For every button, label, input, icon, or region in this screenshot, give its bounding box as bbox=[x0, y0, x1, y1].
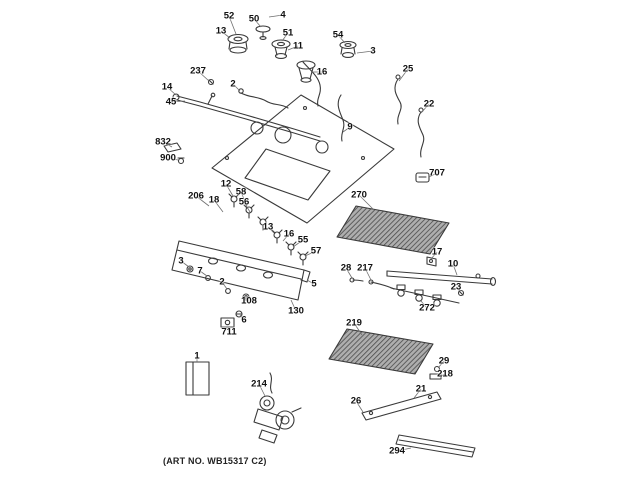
valve-assembly bbox=[349, 277, 460, 307]
manual-booklet bbox=[185, 361, 210, 396]
bracket-832-900 bbox=[163, 142, 185, 165]
leader-lines bbox=[162, 14, 462, 452]
front-support-panel bbox=[171, 240, 311, 301]
insulation-panel-270 bbox=[336, 205, 450, 255]
main-top-panel bbox=[211, 94, 395, 224]
insulation-panel-219 bbox=[328, 328, 434, 375]
bracket-21 bbox=[361, 391, 442, 421]
part-707 bbox=[415, 172, 430, 183]
trim-294 bbox=[395, 434, 476, 458]
gas-tubes-group bbox=[172, 61, 425, 158]
orifice-electrodes-group bbox=[228, 193, 309, 266]
art-number-caption: (ART NO. WB15317 C2) bbox=[163, 456, 267, 466]
burner-caps-group bbox=[207, 25, 357, 94]
bracket-29-218 bbox=[429, 365, 442, 380]
small-hardware-group bbox=[186, 265, 250, 328]
bracket-17 bbox=[426, 256, 437, 267]
regulator-assembly bbox=[253, 372, 302, 444]
manifold-pipe bbox=[386, 270, 497, 297]
